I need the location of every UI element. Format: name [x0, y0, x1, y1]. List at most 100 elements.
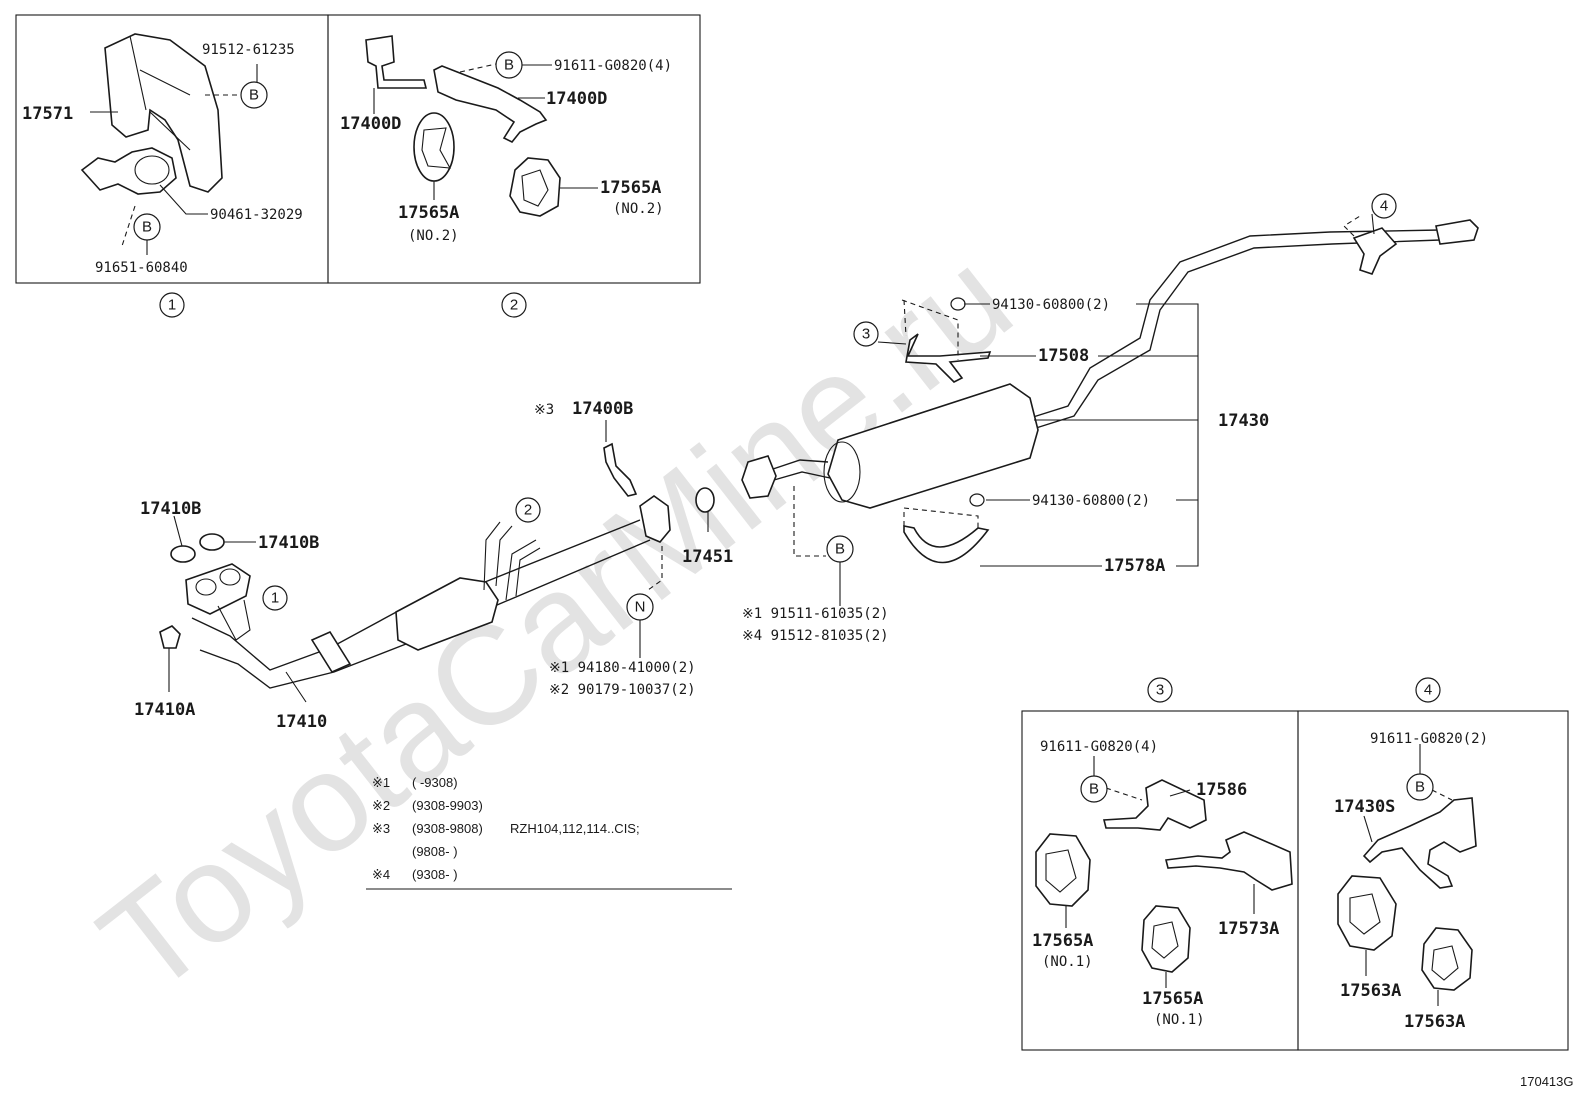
detail-box-4-frame: [1297, 710, 1569, 1051]
part-label-17565a-right-sub: (NO.2): [613, 201, 664, 217]
part-label-17400d-right: 17400D: [546, 89, 607, 109]
part-label-17563a-right: 17563A: [1404, 1012, 1465, 1032]
main-exhaust-assembly: 1 2 3 4 N B 94130-60800(2) 17508 17430 9…: [134, 193, 1479, 732]
part-label-17430s: 17430S: [1334, 797, 1395, 817]
rubber-mount-right-detail: [521, 169, 549, 207]
callout-2-main-label: 2: [524, 502, 532, 519]
rubber-17565a-bot-drawing: [1141, 905, 1191, 973]
note-5-range: (9308- ): [412, 867, 458, 882]
callout-b-main: [826, 535, 854, 563]
box-3-caption-label: 3: [1156, 682, 1164, 699]
nut-top: [950, 297, 966, 311]
front-pipe-y-branch: [217, 599, 251, 641]
gasket-17451: [695, 487, 715, 513]
rubber-17565a-left-detail: [1045, 849, 1077, 893]
leader-b-dash-box4: [1431, 789, 1453, 801]
callout-b-box3: [1080, 775, 1108, 803]
callout-n: [626, 593, 654, 621]
rubber-17565a-bot-detail: [1151, 921, 1179, 959]
note-2-mark: ※2: [372, 798, 390, 813]
callout-n-label: N: [635, 599, 646, 616]
callout-3-main: [853, 321, 879, 347]
part-label-17578a: 17578A: [1104, 556, 1165, 576]
callout-b-3: [495, 51, 523, 79]
box-1-caption: [159, 292, 185, 318]
rubber-17563a-left-drawing: [1337, 875, 1397, 951]
box-1-caption-label: 1: [168, 297, 176, 314]
rubber-mount-right-drawing: [509, 157, 561, 217]
part-label-91611-g0820-box4: 91611-G0820(2): [1370, 731, 1488, 747]
bracket-17400b-drawing: [603, 442, 638, 497]
note-1-range: ( -9308): [412, 775, 458, 790]
tail-pipe-drawing-lower: [1035, 235, 1471, 429]
leader-17430s: [1363, 815, 1373, 843]
watermark: ToyotaCarMine.ru: [72, 220, 1039, 1024]
leader-17410b-top: [173, 515, 183, 547]
leader-17410: [285, 671, 307, 703]
callout-b-box3-label: B: [1089, 781, 1099, 798]
tail-hanger-dash: [1343, 215, 1361, 237]
callout-b-main-label: B: [835, 541, 845, 558]
callout-b-box4-label: B: [1415, 779, 1425, 796]
detail-box-1: B B 17571 91512-61235 90461-32029 91651-…: [15, 14, 329, 284]
box-4-caption-label: 4: [1424, 682, 1432, 699]
note-4-range: (9808- ): [412, 844, 458, 859]
box-4-caption: [1415, 677, 1441, 703]
part-label-17565a-bot-box3-sub: (NO.1): [1154, 1012, 1205, 1028]
part-label-91611-g0820-box2: 91611-G0820(4): [554, 58, 672, 74]
muffler-inlet-pipe: [769, 459, 829, 471]
part-label-94130-60800-top: 94130-60800(2): [992, 297, 1110, 313]
part-label-91512-61235: 91512-61235: [202, 42, 295, 58]
front-pipe-clamp: [310, 630, 352, 674]
part-label-17565a-bot-box3: 17565A: [1142, 989, 1203, 1009]
rubber-mount-left-drawing: [413, 112, 455, 182]
part-label-17410a: 17410A: [134, 700, 195, 720]
hanger-bracket-left-drawing: [365, 35, 428, 89]
leader-callout-4: [1371, 213, 1375, 235]
part-label-90179-10037: ※2 90179-10037(2): [549, 682, 696, 698]
part-label-91651-60840: 91651-60840: [95, 260, 188, 276]
rubber-17565a-left-drawing: [1035, 833, 1091, 907]
rubber-17563a-right-drawing: [1421, 927, 1473, 991]
callout-4-main-label: 4: [1380, 198, 1388, 215]
box-2-caption: [501, 292, 527, 318]
note-1-mark: ※1: [372, 775, 390, 790]
band-dash: [903, 507, 979, 530]
part-label-17565a-left: 17565A: [398, 203, 459, 223]
leader-b-dash-2: [121, 205, 136, 247]
part-label-91611-g0820-box3: 91611-G0820(4): [1040, 739, 1158, 755]
callout-2-main: [515, 497, 541, 523]
diagram-code: 170413G: [1520, 1074, 1574, 1089]
leader-90461: [159, 184, 208, 215]
detail-box-2-frame: [327, 14, 701, 284]
note-5-mark: ※4: [372, 867, 390, 882]
detail-box-4: B 91611-G0820(2) 17430S 17563A 17563A: [1297, 710, 1569, 1051]
part-label-17565a-left-box3: 17565A: [1032, 931, 1093, 951]
part-label-17400b: 17400B: [572, 399, 633, 419]
front-converter-drawing: [395, 577, 499, 651]
part-label-17410b-top: 17410B: [140, 499, 201, 519]
flange-port-2: [219, 568, 241, 586]
exhaust-manifold-flange: [185, 563, 251, 615]
callout-1-main: [262, 585, 288, 611]
box-3-caption: [1147, 677, 1173, 703]
part-label-17508: 17508: [1038, 346, 1089, 366]
heat-shield-detail: [129, 35, 191, 151]
callout-b-1-label: B: [249, 87, 259, 104]
note-3-extra: RZH104,112,114..CIS;: [510, 821, 640, 836]
exhaust-clamp-drawing: [80, 147, 177, 195]
tail-pipe-tip-drawing: [1435, 219, 1479, 245]
nut-bottom: [969, 493, 985, 507]
part-label-17451: 17451: [682, 547, 733, 567]
part-label-17565a-left-box3-sub: (NO.1): [1042, 954, 1093, 970]
callout-3-main-label: 3: [862, 326, 870, 343]
part-label-94180-41000: ※1 94180-41000(2): [549, 660, 696, 676]
rubber-17563a-right-detail: [1431, 945, 1459, 981]
nut-17410a: [159, 625, 181, 649]
part-label-17430: 17430: [1218, 411, 1269, 431]
tail-hanger-drawing: [1352, 227, 1398, 275]
bracket-17573a-drawing: [1165, 831, 1293, 891]
callout-b-1: [240, 81, 268, 109]
hanger-17508-dash: [901, 299, 959, 360]
